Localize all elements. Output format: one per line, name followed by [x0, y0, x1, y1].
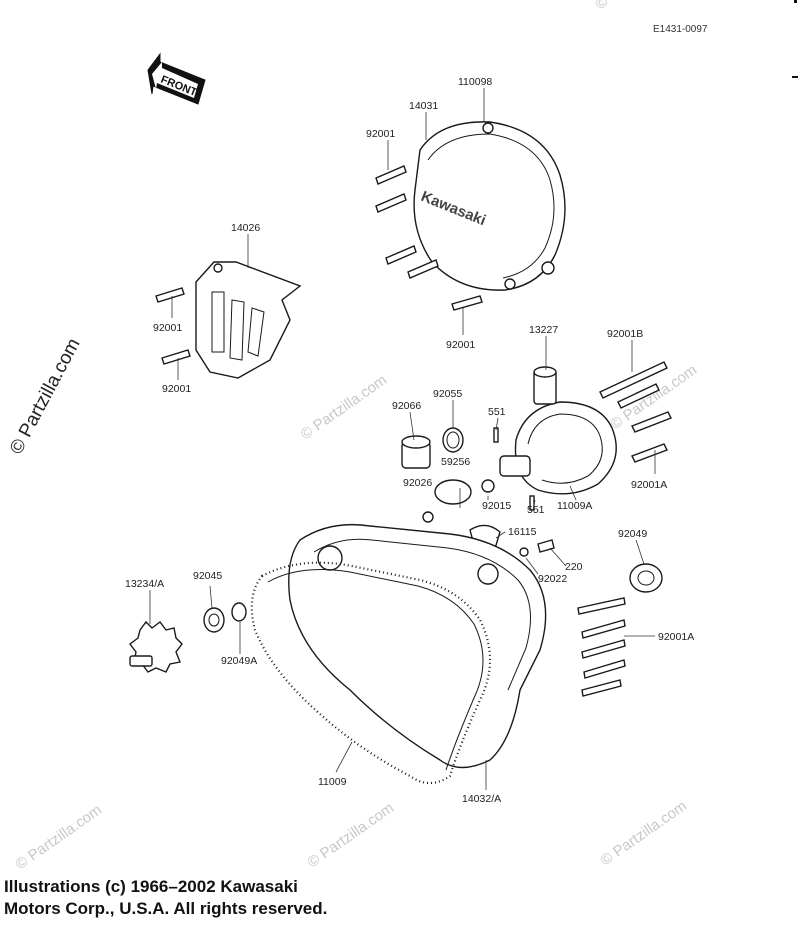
clutch-cover: Kawasaki	[413, 121, 566, 291]
edge-mark	[792, 76, 798, 78]
part-label-92026: 92026	[403, 477, 432, 489]
cover-gasket	[250, 561, 492, 785]
part-label-551: 551	[488, 406, 506, 418]
part-label-92022: 92022	[538, 573, 567, 585]
part-label-92001: 92001	[162, 383, 191, 395]
crankcase-cover	[288, 523, 547, 769]
part-label-220: 220	[565, 561, 583, 573]
bolts	[155, 165, 672, 697]
watermark-tile: © Partzilla.com	[305, 799, 398, 871]
drawing-code: E1431-0097	[653, 24, 708, 35]
watermark-tile: © Partzilla.com	[298, 371, 391, 443]
part-label-92001A: 92001A	[658, 631, 694, 643]
part-label-14031: 14031	[409, 100, 438, 112]
part-label-551: 551	[527, 504, 545, 516]
watermark-tile: © Partzilla.com	[13, 801, 106, 873]
part-label-92001A: 92001A	[631, 479, 667, 491]
part-label-59256: 59256	[441, 456, 470, 468]
part-label-92055: 92055	[433, 388, 462, 400]
part-label-110098: 110098	[458, 76, 492, 88]
sprocket-guard	[195, 261, 302, 379]
water-pump-cover	[499, 366, 617, 495]
part-label-92001: 92001	[446, 339, 475, 351]
copyright-line-1: Illustrations (c) 1966–2002 Kawasaki	[4, 877, 298, 896]
front-arrow: FRONT	[147, 52, 206, 105]
leader-lines	[149, 88, 656, 790]
part-label-14032A: 14032/A	[462, 793, 501, 805]
part-label-11009: 11009	[318, 776, 347, 788]
part-label-92049: 92049	[618, 528, 647, 540]
part-label-92049A: 92049A	[221, 655, 257, 667]
part-label-11009A: 11009A	[557, 500, 592, 512]
part-label-16115: 16115	[508, 526, 537, 538]
part-label-92045: 92045	[193, 570, 222, 582]
part-label-92001: 92001	[153, 322, 182, 334]
part-label-13234A: 13234/A	[125, 578, 164, 590]
part-label-92001: 92001	[366, 128, 395, 140]
part-label-92066: 92066	[392, 400, 421, 412]
kick-gear-assembly	[129, 563, 663, 673]
edge-mark	[794, 0, 797, 3]
copyright-line-2: Motors Corp., U.S.A. All rights reserved…	[4, 899, 328, 918]
part-label-14026: 14026	[231, 222, 260, 234]
copyright-notice: Illustrations (c) 1966–2002 Kawasaki Mot…	[4, 876, 327, 920]
part-labels: 110098 14031 92001 14026 92001 92001 920…	[125, 76, 694, 805]
part-label-92015: 92015	[482, 500, 511, 512]
part-label-92001B: 92001B	[607, 328, 643, 340]
watermark-tile: © Partzilla.com	[593, 0, 686, 13]
part-label-13227: 13227	[529, 324, 558, 336]
watermark-tile: © Partzilla.com	[598, 797, 691, 869]
